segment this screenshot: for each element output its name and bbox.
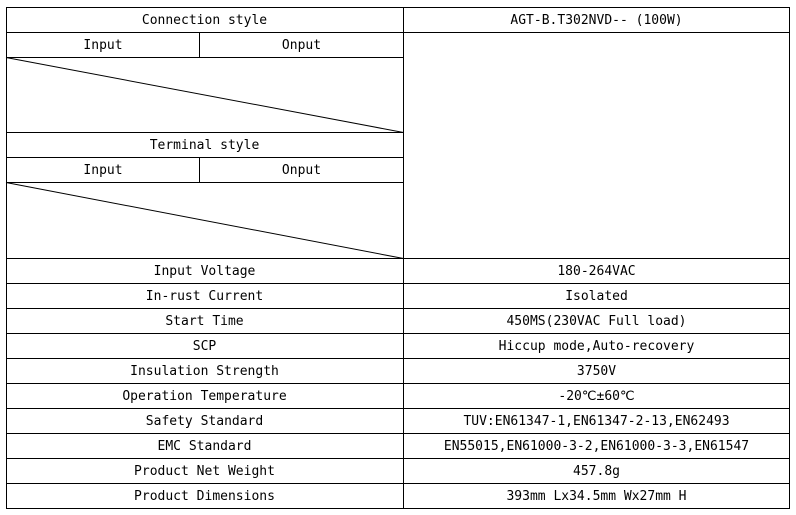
row-line — [6, 308, 790, 309]
spec-label: Start Time — [165, 313, 244, 329]
terminal-output-label: Onput — [281, 162, 322, 178]
spec-value: Isolated — [565, 288, 628, 304]
spec-label: Safety Standard — [145, 413, 264, 429]
row-line — [6, 333, 790, 334]
row-line — [6, 433, 790, 434]
row-line — [6, 483, 790, 484]
connection-output-label: Onput — [281, 37, 322, 53]
subcolumn-divider — [199, 157, 200, 183]
terminal-diagram-diagonal — [5, 182, 404, 259]
spec-label: Product Dimensions — [134, 488, 275, 504]
spec-value: 393mm Lx34.5mm Wx27mm H — [506, 488, 687, 504]
connection-input-label: Input — [83, 37, 123, 53]
spec-value: -20℃±60℃ — [558, 388, 635, 404]
spec-label: In-rust Current — [145, 288, 264, 304]
row-line — [6, 258, 790, 259]
terminal-style-label: Terminal style — [149, 137, 260, 153]
spec-value: 457.8g — [573, 463, 620, 479]
terminal-input-label: Input — [83, 162, 123, 178]
row-line — [6, 408, 790, 409]
subcolumn-divider — [199, 32, 200, 58]
row-line — [6, 283, 790, 284]
connection-style-label: Connection style — [141, 12, 268, 28]
spec-value: TUV:EN61347-1,EN61347-2-13,EN62493 — [463, 413, 730, 429]
spec-table: Connection style AGT-B.T302NVD-- (100W) … — [5, 7, 790, 509]
row-line — [6, 383, 790, 384]
row-line — [6, 32, 790, 33]
model-label: AGT-B.T302NVD-- (100W) — [510, 12, 683, 28]
spec-value: 450MS(230VAC Full load) — [506, 313, 687, 329]
spec-value: 3750V — [576, 363, 617, 379]
spec-value: 180-264VAC — [557, 263, 636, 279]
spec-label: Product Net Weight — [134, 463, 275, 479]
spec-label: Operation Temperature — [122, 388, 287, 404]
border-bottom — [6, 508, 790, 509]
row-line — [6, 132, 404, 133]
row-line — [6, 157, 404, 158]
spec-label: Input Voltage — [153, 263, 256, 279]
row-line — [6, 57, 404, 58]
border-top — [6, 7, 790, 8]
row-line — [6, 458, 790, 459]
spec-label: EMC Standard — [157, 438, 252, 454]
spec-value: Hiccup mode,Auto-recovery — [498, 338, 695, 354]
spec-label: SCP — [192, 338, 217, 354]
row-line — [6, 358, 790, 359]
spec-label: Insulation Strength — [130, 363, 279, 379]
connection-diagram-diagonal — [5, 57, 404, 133]
spec-value: EN55015,EN61000-3-2,EN61000-3-3,EN61547 — [443, 438, 750, 454]
row-line — [6, 182, 404, 183]
